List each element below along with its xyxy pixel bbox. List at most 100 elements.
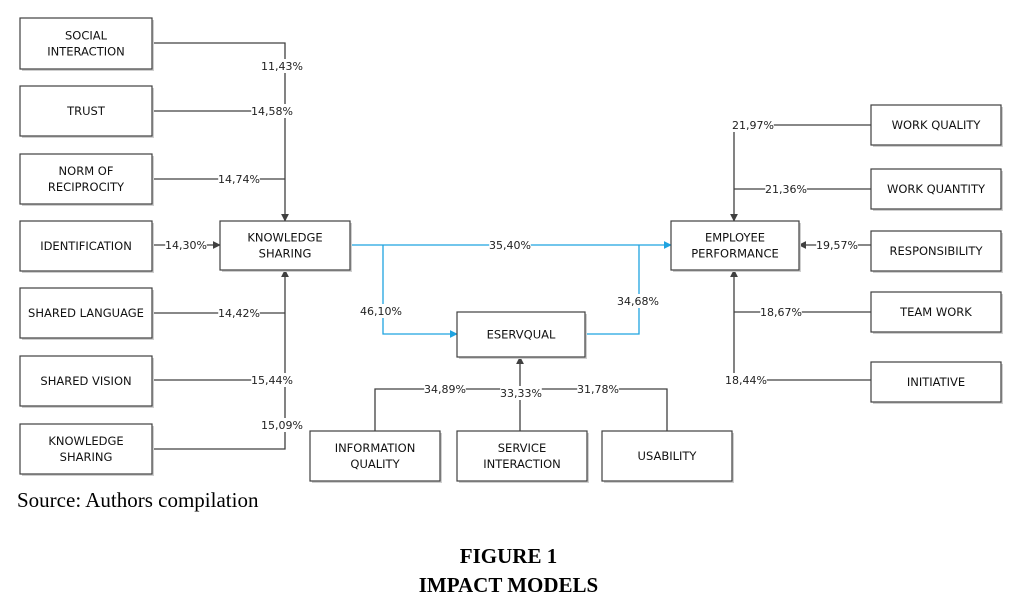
edge-label-bg <box>816 238 858 252</box>
edge-social-interaction-to-ks <box>152 42 289 222</box>
box-work-quantity: WORK QUANTITY <box>870 168 1003 211</box>
edge-usability-to-eservqual <box>520 388 668 431</box>
box-label-identification: IDENTIFICATION <box>40 239 132 253</box>
box-eservqual: ESERVQUAL <box>456 311 587 359</box>
edge-label-bg <box>251 104 293 118</box>
edge-label-work-quality-to-ep: 21,97% <box>732 119 774 132</box>
box-responsibility: RESPONSIBILITY <box>870 230 1003 273</box>
edge-label-shared-language-to-ks: 14,42% <box>218 307 260 320</box>
box-label-information-quality: INFORMATION <box>335 441 416 455</box>
box-work-quality: WORK QUALITY <box>870 104 1003 147</box>
box-frame <box>219 220 351 271</box>
box-label-social-interaction: SOCIAL <box>65 29 108 43</box>
edge-label-bg <box>617 294 659 308</box>
edge-work-quality-to-ep <box>730 124 871 222</box>
box-label-responsibility: RESPONSIBILITY <box>890 244 984 258</box>
box-usability: USABILITY <box>601 430 734 483</box>
box-label-team-work: TEAM WORK <box>899 305 972 319</box>
box-label-work-quantity: WORK QUANTITY <box>887 182 986 196</box>
box-shared-language: SHARED LANGUAGE <box>19 287 154 340</box>
box-label-employee-performance: EMPLOYEE <box>705 231 765 245</box>
edge-label-service-interaction-to-eservqual: 33,33% <box>500 387 542 400</box>
box-frame <box>456 430 588 482</box>
box-label-trust: TRUST <box>66 104 106 118</box>
box-knowledge-sharing: KNOWLEDGE SHARING <box>219 220 352 272</box>
box-label-information-quality: QUALITY <box>350 457 400 471</box>
box-label-employee-performance: PERFORMANCE <box>691 247 779 261</box>
box-label-initiative: INITIATIVE <box>907 375 965 389</box>
box-frame <box>309 430 441 482</box>
edge-label-initiative-to-ep: 18,44% <box>725 374 767 387</box>
source-caption: Source: Authors compilation <box>17 488 259 512</box>
box-knowledge-sharing-input: KNOWLEDGE SHARING <box>19 423 154 476</box>
box-label-knowledge-sharing-input: KNOWLEDGE <box>48 434 123 448</box>
edge-label-work-quantity-to-ep: 21,36% <box>765 183 807 196</box>
edge-label-usability-to-eservqual: 31,78% <box>577 383 619 396</box>
edge-label-bg <box>261 59 303 73</box>
box-label-shared-vision: SHARED VISION <box>40 374 131 388</box>
box-frame <box>19 287 153 339</box>
box-label-knowledge-sharing: SHARING <box>259 247 312 261</box>
edge-label-bg <box>500 386 542 400</box>
box-frame <box>670 220 800 271</box>
box-label-shared-language: SHARED LANGUAGE <box>28 306 144 320</box>
box-frame <box>19 355 153 407</box>
edge-label-shared-vision-to-ks: 15,44% <box>251 374 293 387</box>
box-frame <box>19 85 153 137</box>
edge-label-bg <box>760 305 802 319</box>
edge-initiative-to-ep <box>730 269 871 381</box>
box-frame <box>456 311 586 358</box>
box-frame <box>870 230 1002 272</box>
box-frame <box>870 168 1002 210</box>
box-trust: TRUST <box>19 85 154 138</box>
edge-label-social-interaction-to-ks: 11,43% <box>261 60 303 73</box>
box-label-norm-of-reciprocity: NORM OF <box>59 164 114 178</box>
box-information-quality: INFORMATION QUALITY <box>309 430 442 483</box>
box-shared-vision: SHARED VISION <box>19 355 154 408</box>
edge-label-bg <box>165 238 207 252</box>
box-label-knowledge-sharing-input: SHARING <box>60 450 113 464</box>
edge-label-trust-to-ks: 14,58% <box>251 105 293 118</box>
edge-label-bg <box>765 182 807 196</box>
edge-ks-to-eservqual <box>382 245 458 338</box>
edge-label-bg <box>251 373 293 387</box>
edge-label-ks-to-eservqual: 46,10% <box>360 305 402 318</box>
box-label-norm-of-reciprocity: RECIPROCITY <box>48 180 125 194</box>
box-label-eservqual: ESERVQUAL <box>487 328 556 342</box>
edge-label-information-quality-to-eservqual: 34,89% <box>424 383 466 396</box>
box-team-work: TEAM WORK <box>870 291 1003 334</box>
edge-label-bg <box>725 373 767 387</box>
edge-label-bg <box>732 118 774 132</box>
box-identification: IDENTIFICATION <box>19 220 154 273</box>
edge-label-team-work-to-ep: 18,67% <box>760 306 802 319</box>
figure-number: FIGURE 1 <box>459 544 558 568</box>
box-label-work-quality: WORK QUALITY <box>892 118 982 132</box>
edge-information-quality-to-eservqual <box>374 388 520 431</box>
box-frame <box>870 361 1002 403</box>
box-label-service-interaction: SERVICE <box>498 441 546 455</box>
edge-label-bg <box>261 418 303 432</box>
figure-title: IMPACT MODELS <box>418 573 599 597</box>
edge-labels-layer: 11,43% 14,58% 14,74% 14,30% 14,42% 15,44% 15,0… <box>165 59 858 432</box>
edge-label-bg <box>218 306 260 320</box>
edge-label-bg <box>360 304 402 318</box>
edge-label-ks-input-to-ks: 15,09% <box>261 419 303 432</box>
edge-label-bg <box>218 172 260 186</box>
box-label-usability: USABILITY <box>638 449 698 463</box>
box-frame <box>870 104 1002 146</box>
box-frame <box>601 430 733 482</box>
edge-label-bg <box>489 238 531 252</box>
edge-label-eservqual-to-ep: 34,68% <box>617 295 659 308</box>
box-frame <box>19 153 153 205</box>
box-label-knowledge-sharing: KNOWLEDGE <box>247 231 322 245</box>
edge-label-responsibility-to-ep: 19,57% <box>816 239 858 252</box>
box-frame <box>19 17 153 70</box>
edge-label-identification-to-ks: 14,30% <box>165 239 207 252</box>
edge-ks-input-to-ks <box>152 269 289 450</box>
edge-eservqual-to-ep <box>585 245 640 335</box>
edge-label-norm-to-ks: 14,74% <box>218 173 260 186</box>
box-frame <box>870 291 1002 333</box>
